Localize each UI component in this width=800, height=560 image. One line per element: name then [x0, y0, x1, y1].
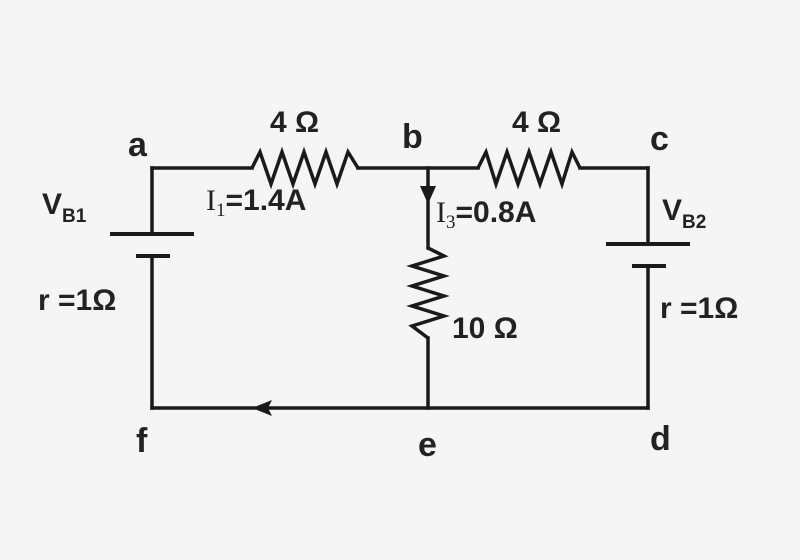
node-label-d: d	[650, 420, 671, 458]
resistor-be	[406, 246, 450, 340]
battery-b2	[606, 242, 690, 268]
resistor-bc	[476, 146, 582, 190]
node-label-e: e	[418, 426, 437, 464]
battery-b1-label: VB1	[42, 188, 87, 227]
battery-b1	[110, 232, 194, 258]
resistor-ab-label: 4 Ω	[270, 106, 319, 139]
resistor-bc-label: 4 Ω	[512, 106, 561, 139]
battery-b2-internal-resistance: r =1Ω	[660, 292, 738, 325]
node-label-f: f	[136, 422, 148, 460]
current-label-i1: I1=1.4A	[206, 184, 306, 221]
resistor-be-label: 10 Ω	[452, 312, 518, 345]
current-label-i3: I3=0.8A	[436, 196, 536, 233]
node-label-b: b	[402, 118, 423, 156]
current-arrow-bottom	[252, 400, 272, 416]
battery-b1-internal-resistance: r =1Ω	[38, 284, 116, 317]
current-arrow-i3	[420, 186, 436, 204]
resistor-ab	[250, 146, 360, 190]
node-label-c: c	[650, 120, 669, 158]
battery-b2-label: VB2	[662, 194, 706, 233]
node-label-a: a	[128, 126, 148, 164]
wires	[150, 166, 650, 410]
